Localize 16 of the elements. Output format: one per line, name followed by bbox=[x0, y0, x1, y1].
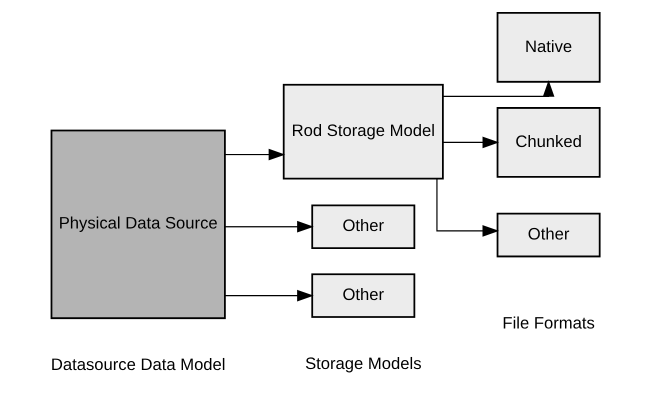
arrow bbox=[442, 80, 554, 97]
label: Datasource Data Model bbox=[50, 355, 226, 374]
node-box: Native bbox=[496, 12, 601, 83]
arrow bbox=[225, 148, 286, 160]
arrow bbox=[225, 290, 314, 302]
node-box: Rod Storage Model bbox=[282, 84, 444, 180]
node-box: Chunked bbox=[496, 107, 601, 178]
label: Storage Models bbox=[305, 354, 422, 373]
node-box: Other bbox=[496, 212, 601, 258]
node-box: Other bbox=[311, 273, 416, 318]
label: File Formats bbox=[502, 314, 595, 333]
arrow bbox=[225, 220, 314, 233]
arrow bbox=[436, 178, 500, 237]
arrow bbox=[442, 136, 500, 148]
node-box: Physical Data Source bbox=[50, 130, 226, 320]
node-box: Other bbox=[311, 204, 416, 249]
